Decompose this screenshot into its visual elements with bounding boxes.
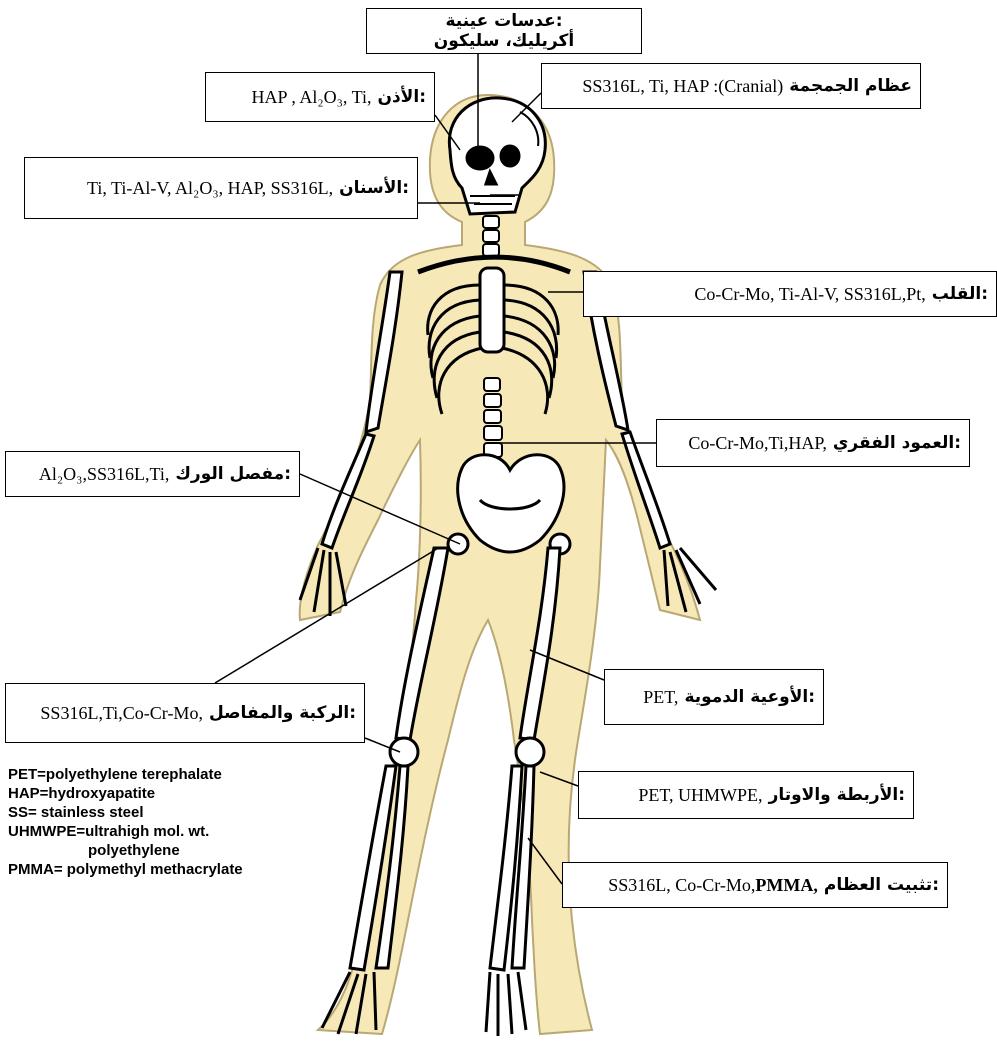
label-hip: Al₂O₃,SS316L,Ti, مفصل الورك: [5,451,300,497]
fixation-materials-bold: PMMA, [755,875,817,895]
pelvis [448,455,570,554]
knee-organ: الركبة والمفاصل: [209,703,356,723]
ligaments-organ: الأربطة والاوتار: [769,785,905,805]
spine-materials: Co-Cr-Mo,Ti,HAP, [688,433,827,454]
legend-ss: SS= stainless steel [8,803,243,822]
lens-materials: أكريليك، سليكون [434,31,574,51]
heart-organ: القلب: [932,284,988,304]
vessels-organ: الأوعية الدموية: [684,687,815,707]
spine-organ: العمود الفقري: [833,433,961,453]
label-ear: HAP , Al₂O₃, Ti, الأذن: [205,72,435,122]
label-heart: Co-Cr-Mo, Ti-Al-V, SS316L,Pt, القلب: [583,271,997,317]
teeth-organ: الأسنان: [339,178,409,198]
legend-pet: PET=polyethylene terephalate [8,765,243,784]
vessels-materials: PET, [643,687,678,708]
fixation-organ: تثبيت العظام: [824,875,939,895]
legend-uhmwpe: UHMWPE=ultrahigh mol. wt. [8,822,243,841]
teeth-materials: Ti, Ti-Al-V, Al₂O₃, HAP, SS316L, [87,178,333,199]
lens-organ: عدسات عينية: [445,11,562,31]
label-teeth: Ti, Ti-Al-V, Al₂O₃, HAP, SS316L, الأسنان… [24,157,418,219]
label-ligaments: PET, UHMWPE, الأربطة والاوتار: [578,771,914,819]
cranial-materials: SS316L, Ti, HAP :(Cranial) [582,76,783,97]
label-vessels: PET, الأوعية الدموية: [604,669,824,725]
label-knee: SS316L,Ti,Co-Cr-Mo, الركبة والمفاصل: [5,683,365,743]
legend-hap: HAP=hydroxyapatite [8,784,243,803]
label-lens: عدسات عينية: أكريليك، سليكون [366,8,642,54]
ear-materials: HAP , Al₂O₃, Ti, [252,87,372,108]
knee-materials: SS316L,Ti,Co-Cr-Mo, [40,703,203,724]
label-cranial: SS316L, Ti, HAP :(Cranial) عظام الجمجمة [541,63,921,109]
legend-pmma: PMMA= polymethyl methacrylate [8,860,243,879]
heart-materials: Co-Cr-Mo, Ti-Al-V, SS316L,Pt, [694,284,925,305]
cranial-organ: عظام الجمجمة [789,76,912,96]
ear-organ: الأذن: [377,87,426,107]
label-spine: Co-Cr-Mo,Ti,HAP, العمود الفقري: [656,419,970,467]
hip-organ: مفصل الورك: [175,464,291,484]
hip-materials: Al₂O₃,SS316L,Ti, [39,464,169,485]
label-fixation: SS316L, Co-Cr-Mo,PMMA, تثبيت العظام: [562,862,948,908]
abbreviation-legend: PET=polyethylene terephalate HAP=hydroxy… [8,765,243,879]
fixation-materials: SS316L, Co-Cr-Mo,PMMA, [608,875,818,896]
ligaments-materials: PET, UHMWPE, [638,785,762,806]
legend-uhmwpe-cont: polyethylene [8,841,243,860]
fixation-materials-regular: SS316L, Co-Cr-Mo, [608,875,755,895]
